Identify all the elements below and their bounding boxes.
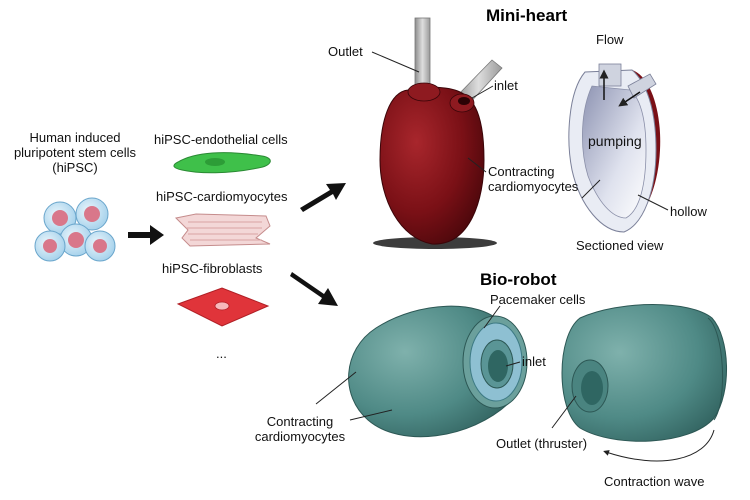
bio-robot-front	[348, 305, 528, 438]
arrow-to-bio-robot	[290, 272, 338, 306]
mini-heart-contracting-line2: cardiomyocytes	[488, 179, 579, 194]
sectioned-view-label: Sectioned view	[576, 238, 664, 253]
mini-heart-contracting-line1: Contracting	[488, 164, 555, 179]
bio-robot-contracting-label: Contracting cardiomyocytes	[240, 414, 360, 444]
pacemaker-label: Pacemaker cells	[490, 292, 586, 307]
sectioned-heart	[568, 63, 661, 233]
leader-lines	[315, 51, 715, 462]
contraction-wave-label: Contraction wave	[604, 474, 705, 489]
mini-heart	[373, 17, 503, 249]
arrow-stem-to-cells	[128, 225, 164, 245]
bio-robot-contracting-line1: Contracting	[266, 414, 334, 429]
stem-cell-label: Human induced pluripotent stem cells (hi…	[10, 130, 140, 175]
mini-heart-inlet-label: inlet	[494, 78, 518, 93]
stem-label-line1: Human induced	[29, 130, 121, 145]
mini-heart-title: Mini-heart	[486, 6, 568, 25]
stem-label-line2: pluripotent stem cells	[13, 145, 137, 160]
bio-robot-title: Bio-robot	[480, 270, 557, 289]
stem-cell-cluster	[34, 197, 116, 262]
fibroblasts-label: hiPSC-fibroblasts	[162, 261, 263, 276]
more-cell-types: ...	[216, 346, 227, 361]
outlet-thruster-label: Outlet (thruster)	[496, 436, 588, 451]
bio-robot-inlet-label: inlet	[522, 354, 546, 369]
bio-robot-back	[561, 304, 728, 442]
mini-heart-outlet-label: Outlet	[328, 44, 363, 59]
arrow-to-mini-heart	[300, 183, 346, 212]
fibroblast-cell	[176, 287, 270, 327]
flow-label: Flow	[596, 32, 624, 47]
cardiomyocyte-cell	[174, 213, 271, 247]
cardiomyocytes-label: hiPSC-cardiomyocytes	[156, 189, 288, 204]
mini-heart-contracting-label: Contracting cardiomyocytes	[488, 164, 578, 194]
stem-label-line3: (hiPSC)	[52, 160, 98, 175]
bio-robot-contracting-line2: cardiomyocytes	[254, 429, 346, 444]
hollow-label: hollow	[670, 204, 707, 219]
endothelial-label: hiPSC-endothelial cells	[154, 132, 288, 147]
pumping-label: pumping	[588, 133, 642, 149]
